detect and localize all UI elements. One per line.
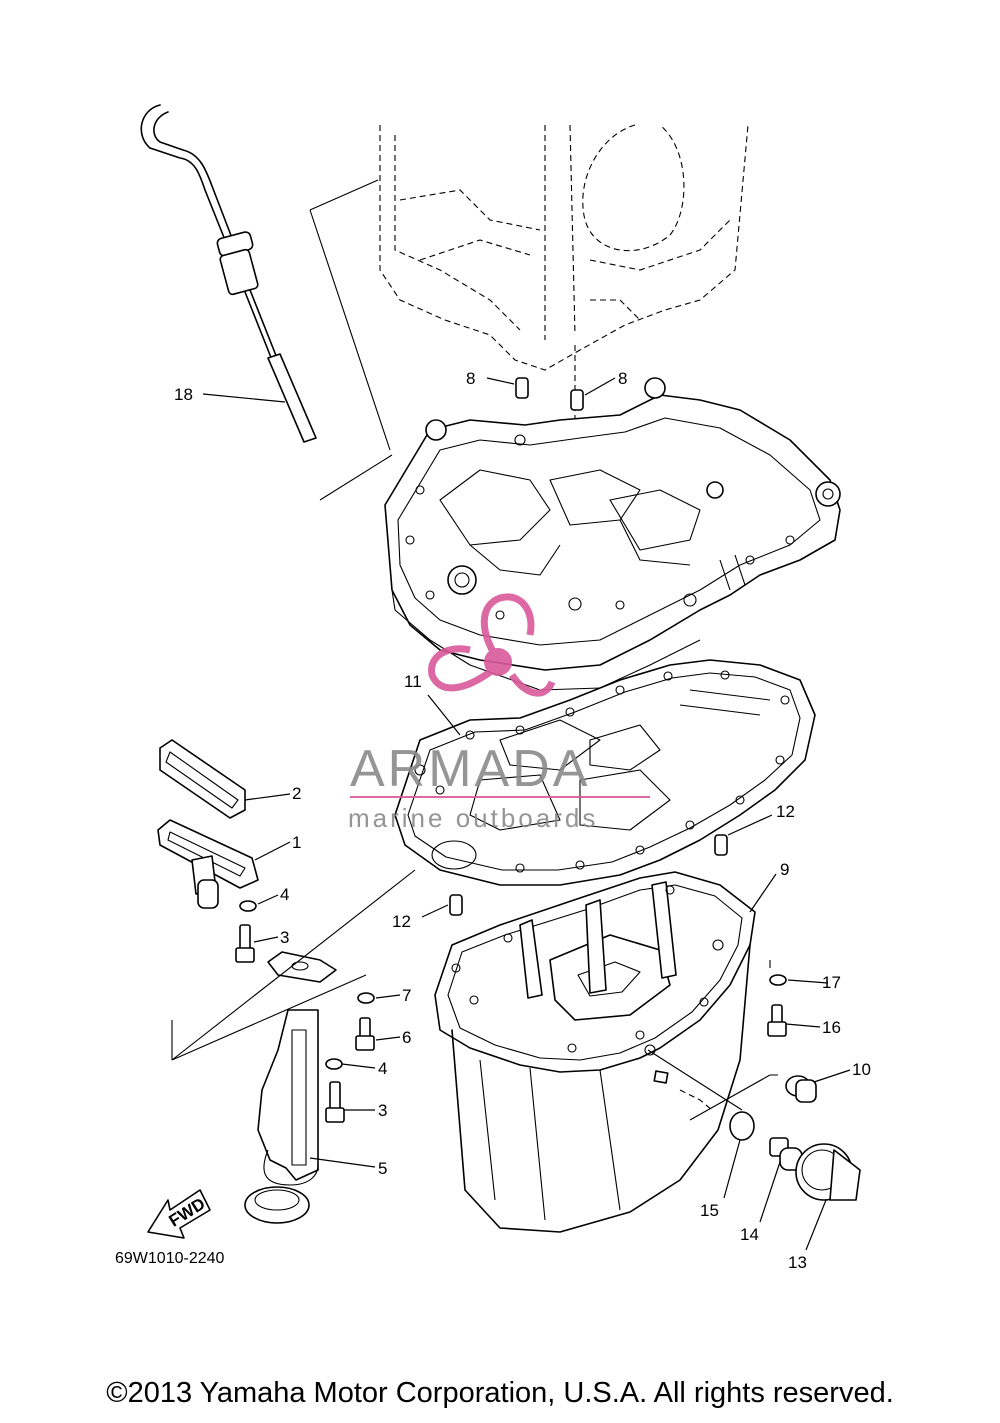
oil-strainer-pickup [244,951,337,1224]
callout-9: 9 [780,860,789,879]
callout-leaders [202,377,851,1251]
callout-6: 6 [402,1028,411,1047]
lower-casing [384,377,841,691]
washer-4-lower [325,1058,343,1070]
washer-17 [769,974,787,986]
drain-cap-13 [795,1143,861,1201]
callout-numbers: 18 8 8 11 2 1 4 3 7 6 4 3 5 12 12 9 17 1… [174,369,871,1272]
callout-18: 18 [174,385,193,404]
washer-7 [357,992,375,1004]
dowel-pins-12 [449,834,728,916]
callout-10: 10 [852,1060,871,1079]
oil-pan [434,871,756,1233]
strainer-gasket [159,739,246,819]
propeller-logo-icon [428,593,556,697]
callout-15: 15 [700,1201,719,1220]
copyright-notice: ©2013 Yamaha Motor Corporation, U.S.A. A… [106,1377,894,1409]
engine-block-outline [379,124,749,590]
callout-7: 7 [402,986,411,1005]
callout-8-right: 8 [618,369,627,388]
callout-12-right: 12 [776,802,795,821]
armada-watermark: ARMADA marine outboards [348,593,650,833]
callout-3-lower: 3 [378,1101,387,1120]
callout-13: 13 [788,1253,807,1272]
callout-16: 16 [822,1018,841,1037]
bolt-3-upper [235,924,255,963]
callout-2: 2 [292,784,301,803]
strainer-bracket-line [171,869,416,1061]
o-ring-15 [729,1111,755,1141]
watermark-brand: ARMADA [350,740,590,798]
bolt-16 [767,1004,787,1037]
strainer-cover [157,819,259,909]
callout-12-left: 12 [392,912,411,931]
dipstick-bracket-line [309,179,393,501]
watermark-tagline: marine outboards [348,803,598,833]
callout-8-left: 8 [466,369,475,388]
callout-5: 5 [378,1159,387,1178]
callout-1: 1 [292,833,301,852]
bolt-6 [355,1017,375,1051]
callout-17: 17 [822,973,841,992]
fwd-arrow: FWD [147,1189,211,1239]
callout-11: 11 [404,672,422,691]
callout-4-lower: 4 [378,1059,387,1078]
callout-3-upper: 3 [280,928,289,947]
drain-bracket-line [647,960,778,1121]
bolt-3-lower [325,1081,345,1123]
dowel-pins-8 [515,377,584,411]
callout-4-upper: 4 [280,885,289,904]
drawing-code: 69W1010-2240 [115,1250,225,1267]
oil-pan-gasket [394,659,816,886]
plug-10 [785,1075,817,1103]
callout-14: 14 [740,1225,759,1244]
washer-4-upper [239,900,257,912]
dipstick [140,104,317,443]
